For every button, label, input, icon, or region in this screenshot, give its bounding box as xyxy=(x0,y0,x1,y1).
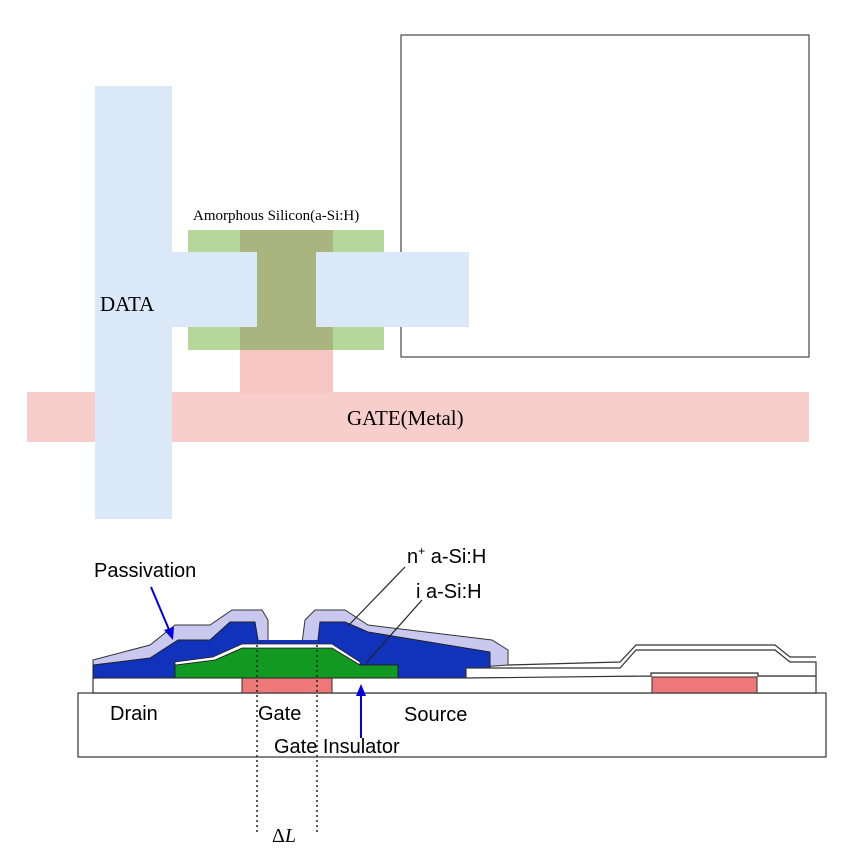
pixel-electrode-top xyxy=(507,644,816,666)
insulator-sliver xyxy=(174,643,361,666)
source-label: Source xyxy=(404,704,467,726)
top-layout-view: Amorphous Silicon(a-Si:H) DATA GATE(Meta… xyxy=(27,34,810,519)
gate-metal-tft xyxy=(241,676,333,694)
cross-section-view: Passivation n+ a-Si:H i a-Si:H Drain Gat… xyxy=(77,544,827,847)
n-plus-asi-label: n+ a-Si:H xyxy=(407,544,486,568)
pixel-electrode-layer xyxy=(465,649,817,679)
passivation-label: Passivation xyxy=(94,560,196,582)
passivation-arrow xyxy=(150,586,174,640)
intrinsic-asi-label: i a-Si:H xyxy=(416,581,482,603)
gate-insulator-label: Gate Insulator xyxy=(274,736,400,758)
source-electrode xyxy=(316,252,469,327)
data-line xyxy=(95,86,172,519)
gate-stub xyxy=(240,346,333,393)
drain-electrode xyxy=(172,252,257,327)
delta-l-label: ΔL xyxy=(272,825,296,847)
gate-metal-label: GATE(Metal) xyxy=(347,406,464,430)
gate-metal-storage xyxy=(651,676,758,694)
glass-substrate xyxy=(77,692,827,758)
drain-label: Drain xyxy=(110,703,158,725)
gate-insulator-arrow xyxy=(356,684,366,738)
gate-label: Gate xyxy=(258,703,301,725)
amorphous-silicon-label: Amorphous Silicon(a-Si:H) xyxy=(193,208,359,224)
intrinsic-leader-line xyxy=(365,599,423,664)
n-plus-leader-line xyxy=(347,566,406,627)
data-label: DATA xyxy=(100,292,155,316)
